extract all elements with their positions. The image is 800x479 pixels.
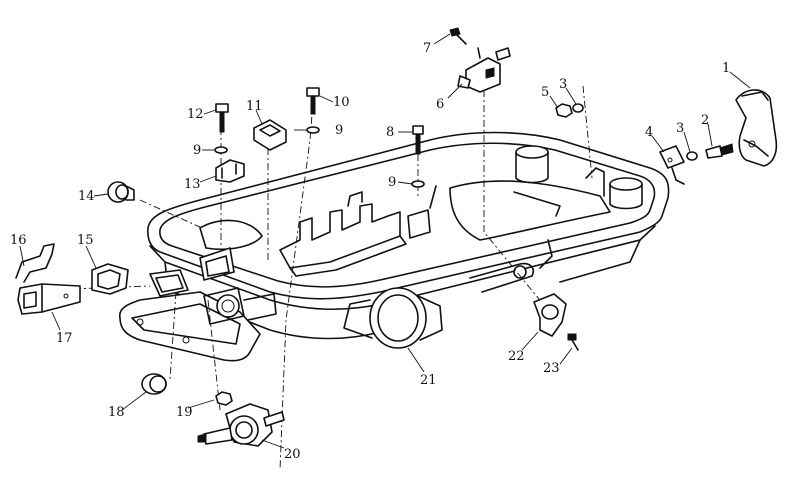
part-cap-18 <box>141 373 167 395</box>
part-washer-9a <box>411 180 425 188</box>
callout-10: 10 <box>333 95 350 110</box>
callout-21: 21 <box>420 373 437 388</box>
callout-18: 18 <box>108 405 125 420</box>
callout-11: 11 <box>246 99 263 114</box>
part-plug-14 <box>107 181 135 203</box>
callout-2: 2 <box>701 113 709 128</box>
part-bracket-13 <box>215 159 245 183</box>
callout-14: 14 <box>78 189 95 204</box>
callout-9a: 9 <box>388 175 396 190</box>
part-bolt-8 <box>412 125 424 155</box>
callout-9b: 9 <box>335 123 343 138</box>
callout-labels: 1 2 3 3 4 5 6 7 8 9 9 9 10 11 12 13 14 1… <box>10 41 730 462</box>
part-nut-19 <box>215 391 233 406</box>
callout-17: 17 <box>56 331 73 346</box>
callout-1: 1 <box>722 61 730 76</box>
part-latch-cover <box>735 89 778 167</box>
lower-cover <box>118 131 670 362</box>
callout-15: 15 <box>77 233 94 248</box>
callout-3a: 3 <box>676 121 684 136</box>
part-bolt-10 <box>306 87 320 115</box>
callout-4: 4 <box>645 125 653 140</box>
part-washer-3b <box>572 103 584 113</box>
callout-7: 7 <box>423 41 431 56</box>
part-washer-3a <box>686 151 698 161</box>
callout-3b: 3 <box>559 77 567 92</box>
part-rod-16 <box>15 243 55 283</box>
part-knob-22 <box>533 293 567 337</box>
callout-20: 20 <box>284 447 301 462</box>
callout-12: 12 <box>187 107 204 122</box>
part-nut-5 <box>555 103 573 118</box>
part-handle-17 <box>17 283 81 315</box>
part-grommet-11 <box>253 119 287 151</box>
callout-23: 23 <box>543 361 560 376</box>
callout-16: 16 <box>10 233 27 248</box>
part-bolt-2 <box>705 143 734 159</box>
part-washer-9c <box>214 146 228 154</box>
part-screw-7 <box>449 27 467 45</box>
part-screw-23 <box>567 333 579 351</box>
callout-6: 6 <box>436 97 444 112</box>
part-washer-9b <box>306 126 320 134</box>
callout-5: 5 <box>541 85 549 100</box>
part-latch-clip <box>659 145 685 185</box>
callout-13: 13 <box>184 177 201 192</box>
part-bolt-12 <box>215 103 229 133</box>
part-fitting-6 <box>457 47 511 93</box>
part-fuel-connector-20 <box>197 403 285 447</box>
part-grommet-15 <box>91 263 189 297</box>
callout-9c: 9 <box>193 143 201 158</box>
callout-8: 8 <box>386 125 394 140</box>
callout-22: 22 <box>508 349 525 364</box>
leader-lines <box>19 33 751 449</box>
callout-19: 19 <box>176 405 193 420</box>
